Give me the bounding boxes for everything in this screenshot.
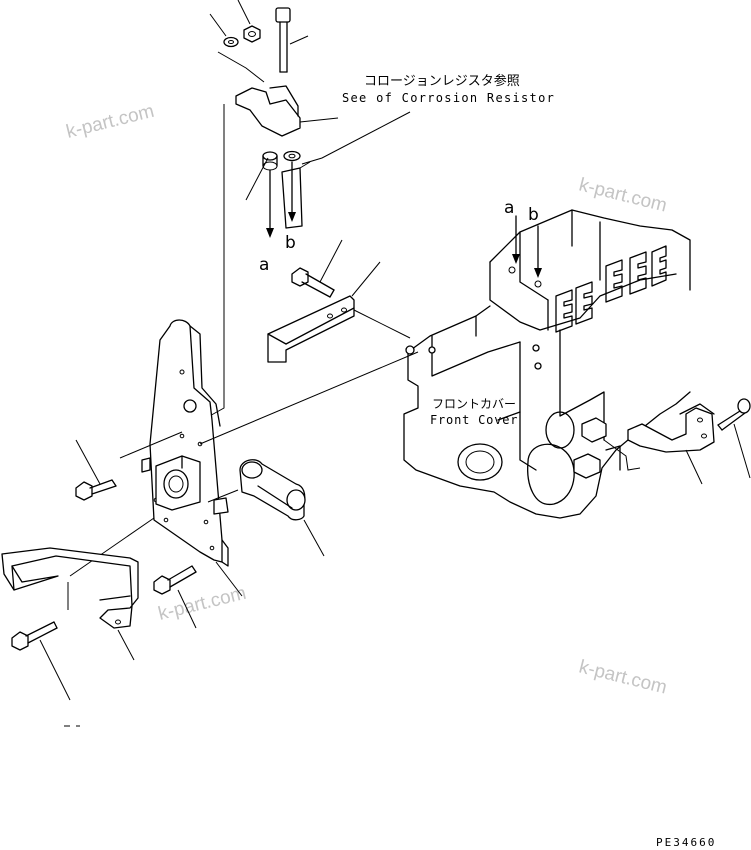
watermark-bottom-right: k-part.com (577, 656, 669, 698)
callout-corrosion-resistor-en: See of Corrosion Resistor (342, 91, 555, 105)
right-bolt (717, 398, 751, 479)
top-washer (209, 13, 239, 48)
watermark-top-left: k-part.com (64, 101, 156, 143)
right-bracket (627, 403, 715, 453)
top-bolt (275, 7, 309, 73)
plate-bolt-left (75, 439, 117, 501)
drawing-code: PE34660 (656, 836, 716, 849)
label-b-engine: b (528, 205, 539, 225)
label-a-engine: a (504, 198, 514, 218)
lower-strap (1, 547, 139, 661)
watermark-top-right: k-part.com (577, 174, 669, 216)
arrow-b-upper (288, 161, 296, 222)
callout-corrosion-resistor-ja: コロージョンレジスタ参照 (364, 73, 520, 89)
label-b-upper: b (285, 233, 296, 253)
lower-bolt-middle (153, 565, 197, 629)
arrow-a-engine (512, 215, 520, 264)
support-arm (239, 459, 325, 557)
mounting-plate (141, 319, 229, 567)
middle-bolt (291, 239, 343, 298)
top-nut (237, 0, 261, 43)
lower-bolt-left (11, 621, 71, 701)
front-cover-label-ja: フロントカバー (432, 397, 516, 411)
engine-assembly (403, 209, 691, 519)
front-cover-label-en: Front Cover (430, 413, 518, 427)
arrow-b-engine (534, 225, 542, 278)
washer-right (283, 150, 301, 162)
upper-bracket (235, 85, 339, 137)
spacer-left (262, 151, 278, 171)
stud-clip (281, 161, 311, 229)
arrow-a-upper (266, 169, 274, 238)
label-a-upper: a (259, 255, 269, 275)
strap-bracket (267, 261, 381, 363)
